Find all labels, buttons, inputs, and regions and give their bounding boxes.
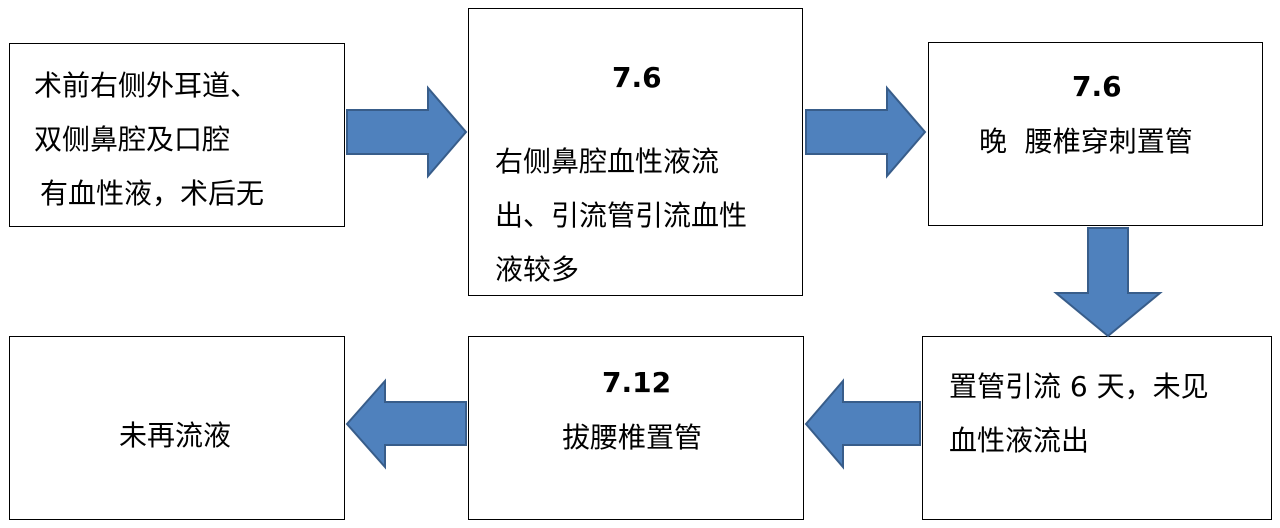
step-text-line: 置管引流 6 天，未见 — [949, 370, 1209, 403]
step-date: 7.6 — [612, 61, 662, 94]
step-date: 7.12 — [602, 366, 672, 399]
step-text-line: 拔腰椎置管 — [562, 421, 703, 454]
step-box-drainage: 置管引流 6 天，未见 血性液流出 — [922, 336, 1272, 520]
step-text-line: 液较多 — [495, 253, 580, 286]
step-text-line: 术前右侧外耳道、 — [34, 69, 259, 102]
step-text-line: 未再流液 — [119, 419, 232, 452]
step-box-lumbar-drain: 7.6 晚 腰椎穿刺置管 — [928, 42, 1263, 226]
step-text-line: 有血性液，术后无 — [40, 177, 265, 210]
step-box-remove-drain: 7.12 拔腰椎置管 — [468, 336, 804, 520]
step-box-bleeding: 7.6 右侧鼻腔血性液流 出、引流管引流血性 液较多 — [468, 8, 803, 296]
step-text-line: 血性液流出 — [949, 424, 1090, 457]
step-text-line: 双侧鼻腔及口腔 — [34, 123, 231, 156]
step-date: 7.6 — [1072, 70, 1122, 103]
step-box-preop: 术前右侧外耳道、 双侧鼻腔及口腔 有血性液，术后无 — [9, 43, 345, 227]
step-text-line: 右侧鼻腔血性液流 — [495, 145, 720, 178]
step-text-line: 出、引流管引流血性 — [495, 199, 748, 232]
step-box-no-leak: 未再流液 — [9, 336, 345, 520]
step-text-line: 晚 腰椎穿刺置管 — [979, 125, 1193, 158]
